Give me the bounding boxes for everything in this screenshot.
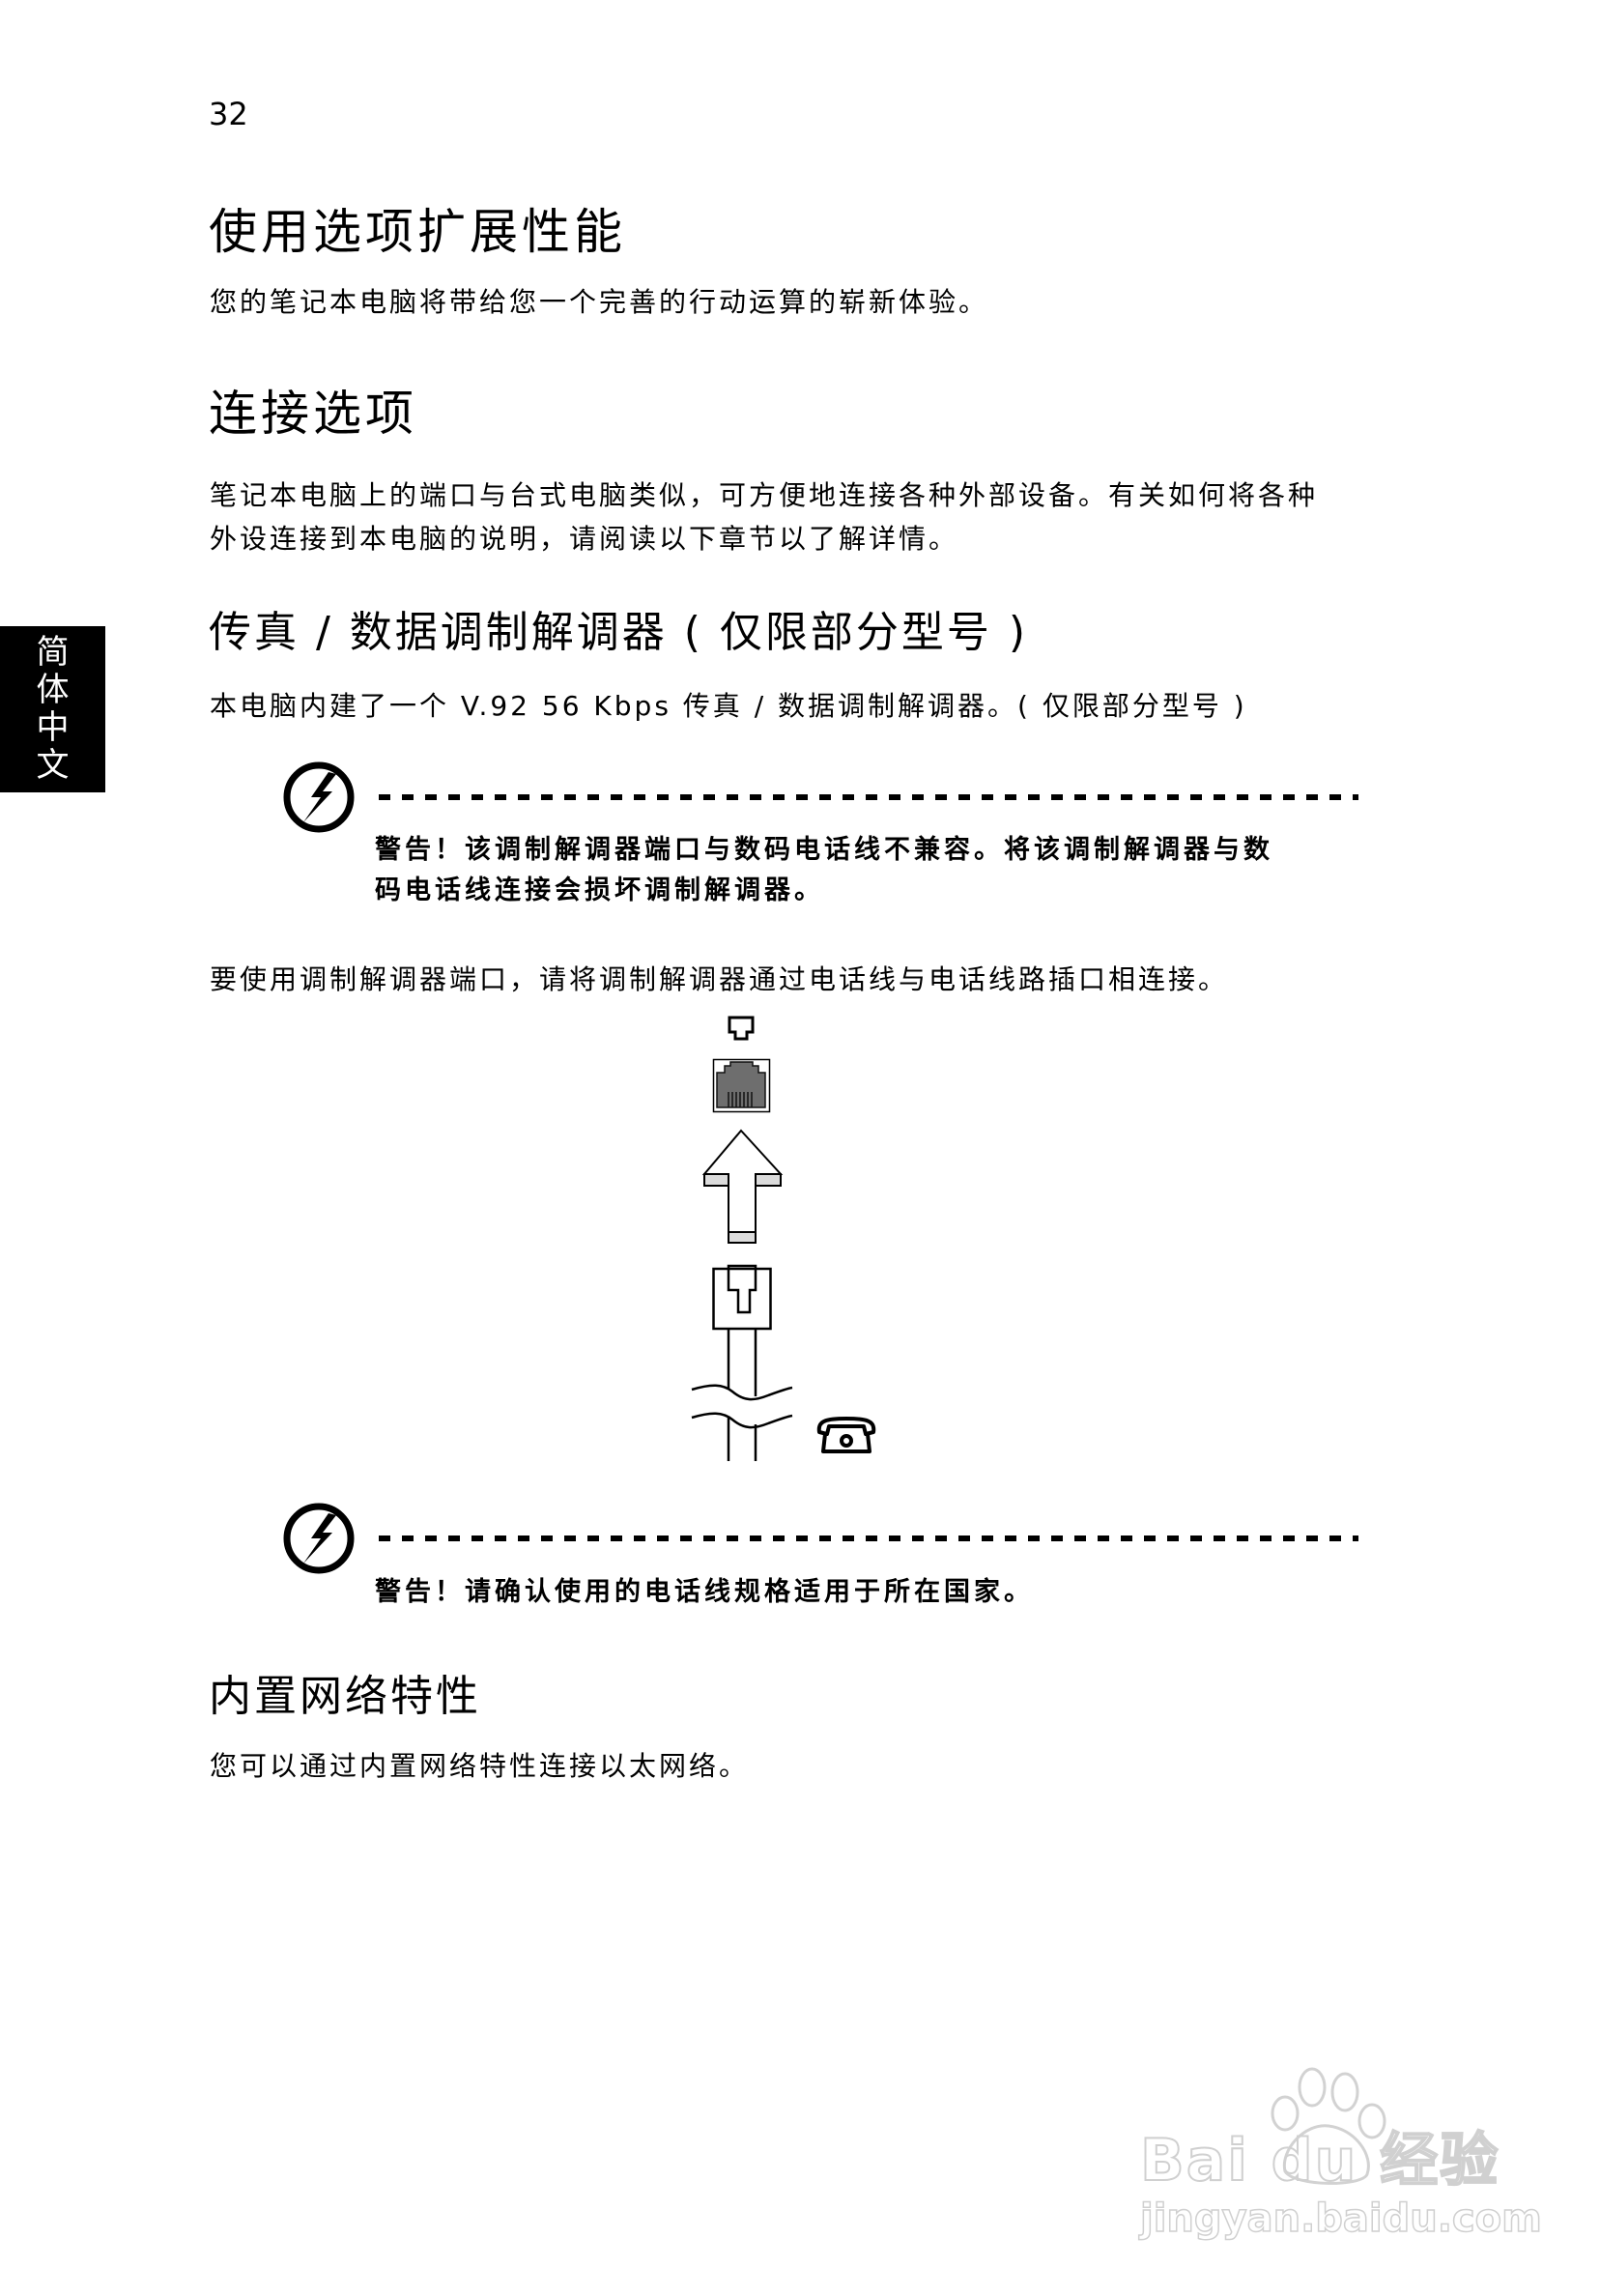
paragraph-connectivity-line-1: 笔记本电脑上的端口与台式电脑类似，可方便地连接各种外部设备。有关如何将各种 [210,479,1319,511]
warning-text-line-1: 警告！请确认使用的电话线规格适用于所在国家。 [375,1577,1034,1607]
warning-divider-dashed [379,794,1358,800]
warning-lightning-icon [283,761,355,833]
warning-text-line-1: 警告！该调制解调器端口与数码电话线不兼容。将该调制解调器与数 [375,835,1273,865]
rj11-plug-icon [712,1264,772,1331]
modem-connection-diagram [691,1016,876,1461]
warning-divider-dashed [379,1535,1358,1541]
watermark-brand: Bai du 经验 [1139,2126,1500,2196]
telephone-icon [816,1417,876,1453]
rj11-port-icon [712,1058,771,1113]
phone-port-symbol-icon [728,1016,755,1041]
side-tab-char: 简 [36,633,70,672]
page-number: 32 [209,96,248,132]
side-tab-char: 文 [36,746,70,785]
language-side-tab-label: 简 体 中 文 [0,634,105,785]
paragraph-connectivity-line-2: 外设连接到本电脑的说明，请阅读以下章节以了解详情。 [210,523,959,555]
language-side-tab: 简 体 中 文 [0,626,105,792]
heading-fax-modem: 传真 / 数据调制解调器 ( 仅限部分型号 ) [209,608,1029,657]
up-arrow-icon [701,1129,784,1244]
baidu-jingyan-watermark: Bai du 经验 jingyan.baidu.com [1130,2053,1543,2256]
paragraph-modem-intro: 本电脑内建了一个 V.92 56 Kbps 传真 / 数据调制解调器。( 仅限部… [210,690,1247,722]
paragraph-intro: 您的笔记本电脑将带给您一个完善的行动运算的崭新体验。 [210,286,989,318]
warning-text-line-2: 码电话线连接会损坏调制解调器。 [375,875,824,905]
paragraph-modem-instruction: 要使用调制解调器端口，请将调制解调器通过电话线与电话线路插口相连接。 [210,963,1229,995]
side-tab-char: 体 [36,671,70,709]
heading-built-in-network: 内置网络特性 [209,1672,481,1721]
baidu-paw-logo-icon [1271,2067,1386,2185]
paragraph-network: 您可以通过内置网络特性连接以太网络。 [210,1750,750,1782]
warning-lightning-icon [283,1503,355,1574]
phone-cable [691,1329,793,1461]
watermark-url: jingyan.baidu.com [1139,2196,1542,2242]
side-tab-char: 中 [36,708,70,747]
heading-expanding-options: 使用选项扩展性能 [209,204,626,260]
heading-connectivity-options: 连接选项 [209,386,417,442]
